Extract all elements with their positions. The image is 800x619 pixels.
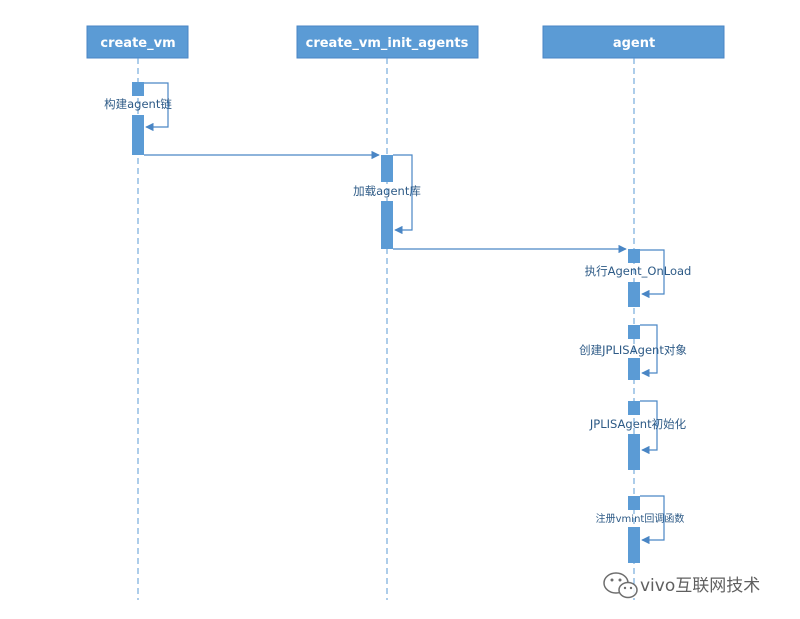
self-call-exec-onload	[640, 249, 665, 299]
self-call-register-cb	[640, 495, 665, 545]
wechat-icon	[603, 572, 638, 599]
activation-agent-2a	[628, 325, 640, 339]
message-init-obj: JPLISAgent初始化	[589, 417, 687, 431]
participant-init-agents-label: create_vm_init_agents	[306, 36, 469, 51]
activation-agent-4b	[628, 527, 640, 563]
activation-agent-1a	[628, 249, 640, 263]
activation-init-agents-2	[381, 201, 393, 249]
participant-init-agents: create_vm_init_agents	[296, 25, 479, 59]
activation-agent-3b	[628, 434, 640, 470]
activation-agent-2b	[628, 358, 640, 380]
activation-create-vm-1	[132, 82, 144, 96]
message-register-cb: 注册vmint回调函数	[596, 512, 685, 525]
participant-agent: agent	[542, 25, 725, 59]
watermark: vivo互联网技术	[603, 572, 760, 599]
message-build-chain: 构建agent链	[104, 97, 172, 111]
message-load-lib: 加载agent库	[353, 184, 421, 198]
participant-create-vm-label: create_vm	[100, 36, 175, 51]
watermark-text: vivo互联网技术	[640, 576, 760, 596]
activation-create-vm-2	[132, 115, 144, 155]
self-call-create-obj	[640, 324, 658, 378]
activation-agent-3a	[628, 401, 640, 415]
self-call-load-lib	[393, 154, 413, 235]
activation-agent-4a	[628, 496, 640, 510]
participant-create-vm: create_vm	[86, 25, 189, 59]
message-exec-onload: 执行Agent_OnLoad	[585, 264, 692, 278]
self-call-build-chain	[144, 82, 169, 132]
activation-init-agents-1	[381, 155, 393, 182]
participant-agent-label: agent	[613, 36, 655, 51]
message-create-obj: 创建JPLISAgent对象	[579, 343, 687, 357]
activation-agent-1b	[628, 282, 640, 307]
self-call-init-obj	[640, 400, 658, 455]
